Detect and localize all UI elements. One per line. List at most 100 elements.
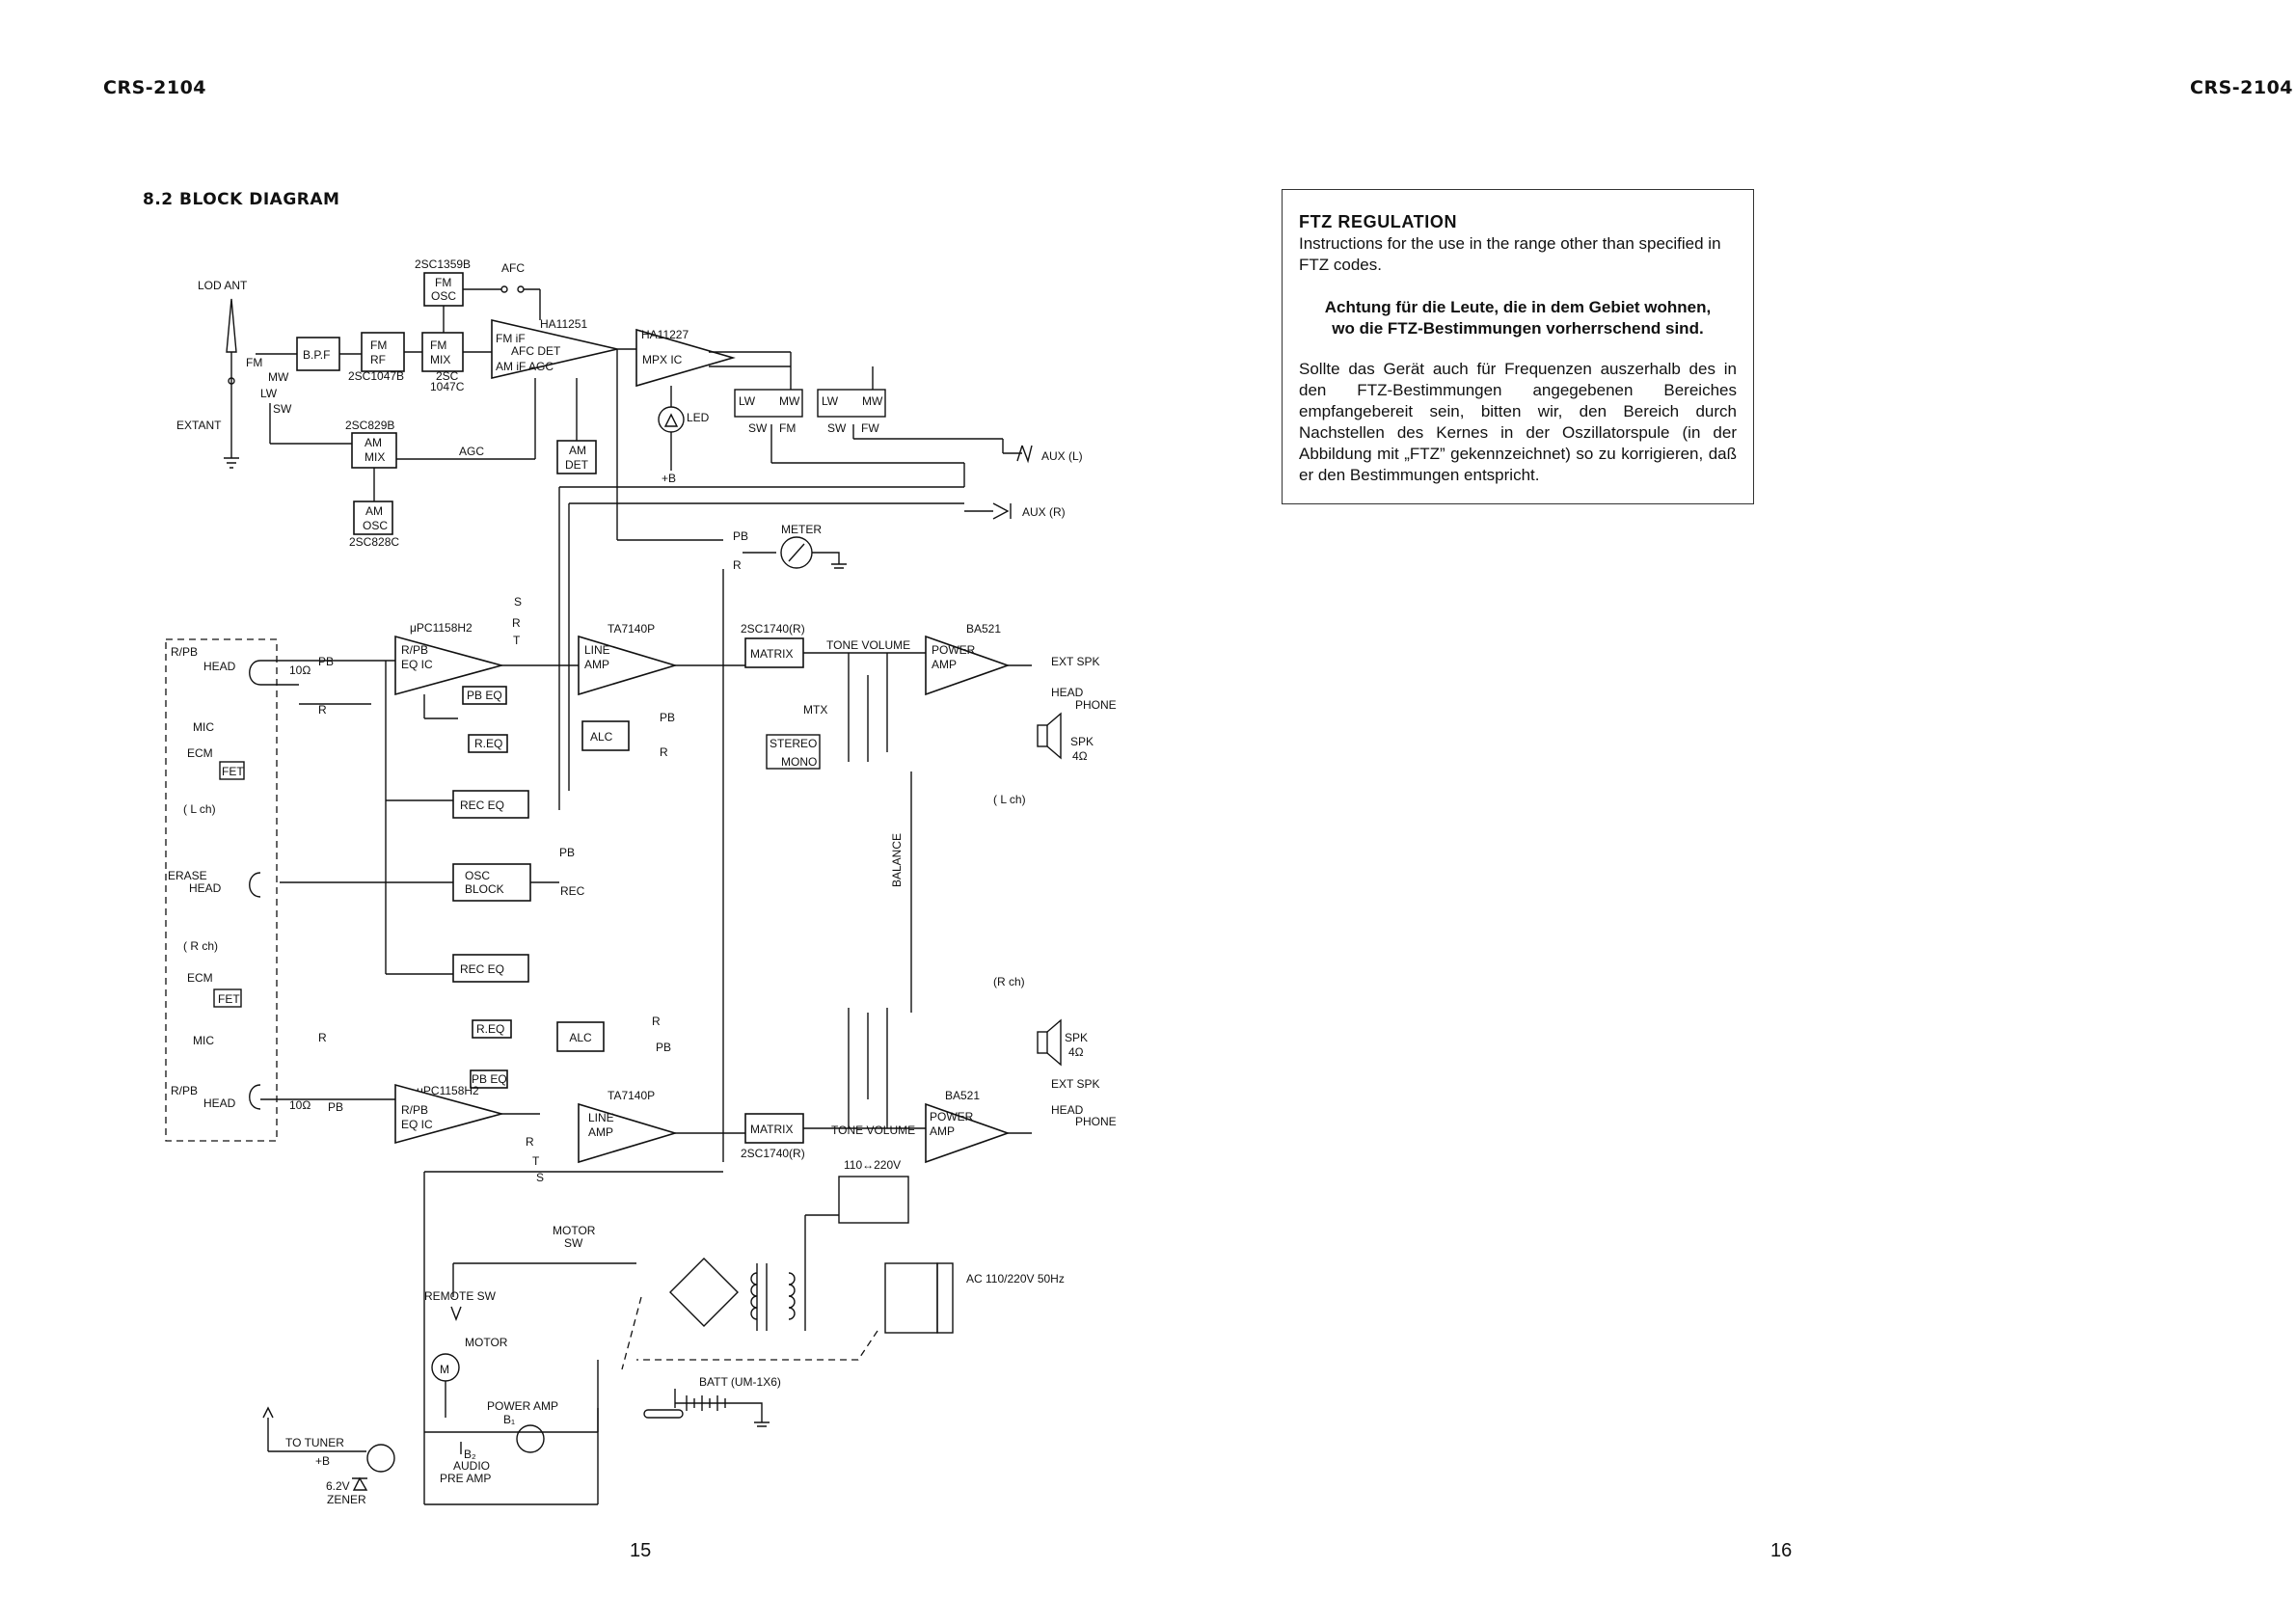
svg-text:M: M bbox=[440, 1363, 449, 1376]
svg-text:(R ch): (R ch) bbox=[993, 975, 1025, 988]
svg-text:PB: PB bbox=[660, 711, 675, 724]
head-box bbox=[165, 638, 278, 1142]
svg-text:BLOCK: BLOCK bbox=[465, 882, 504, 896]
svg-text:AUDIO: AUDIO bbox=[453, 1459, 490, 1473]
svg-text:FM: FM bbox=[370, 338, 387, 352]
svg-text:FM: FM bbox=[246, 356, 262, 369]
svg-text:MIX: MIX bbox=[430, 353, 450, 366]
svg-text:S: S bbox=[514, 595, 522, 609]
svg-text:POWER: POWER bbox=[930, 1110, 974, 1123]
ftz-body: Sollte das Gerät auch für Frequenzen aus… bbox=[1299, 360, 1737, 484]
matrix-block-l bbox=[744, 637, 804, 668]
svg-text:BA521: BA521 bbox=[966, 622, 1001, 636]
pb-eq-block-r bbox=[470, 1069, 508, 1089]
plus-b-label: +B bbox=[662, 472, 676, 485]
left-channel: R/PB HEAD 10Ω PB R MIC ECM FET ( L ch) μ… bbox=[171, 595, 1117, 974]
remote-switch-icon bbox=[450, 1306, 462, 1321]
am-osc-block bbox=[353, 501, 393, 535]
eq-ic-r-amplifier bbox=[394, 1083, 505, 1145]
afc-label: AFC bbox=[501, 261, 525, 275]
svg-text:PB: PB bbox=[318, 655, 334, 668]
svg-text:PHONE: PHONE bbox=[1075, 698, 1117, 712]
svg-text:R: R bbox=[660, 745, 668, 759]
svg-text:TO TUNER: TO TUNER bbox=[285, 1436, 344, 1449]
svg-text:HEAD: HEAD bbox=[189, 881, 222, 895]
svg-text:MW: MW bbox=[779, 394, 800, 408]
extant-label: EXTANT bbox=[176, 419, 222, 432]
eq-ic-l-amplifier bbox=[394, 635, 505, 696]
header-model-left: CRS-2104 bbox=[103, 77, 207, 98]
fm-rf-transistor: 2SC1047B bbox=[348, 369, 404, 383]
power-section: 110↔220V AC 110/220V 50Hz MOTOR SW REMOT… bbox=[262, 1158, 1065, 1506]
svg-text:PB: PB bbox=[733, 529, 748, 543]
mpx-ic-part: HA11227 bbox=[641, 328, 689, 341]
fm-rf-block bbox=[361, 332, 405, 372]
svg-text:FM: FM bbox=[779, 421, 796, 435]
svg-text:( L ch): ( L ch) bbox=[183, 802, 216, 816]
svg-text:R/PB: R/PB bbox=[171, 645, 198, 659]
svg-text:AM: AM bbox=[365, 436, 382, 449]
if-ic-amplifier bbox=[491, 318, 618, 380]
svg-text:HEAD: HEAD bbox=[1051, 1103, 1084, 1117]
svg-text:R.EQ: R.EQ bbox=[474, 737, 502, 750]
svg-text:REC EQ: REC EQ bbox=[460, 798, 504, 812]
antenna-icon bbox=[226, 298, 237, 353]
svg-text:TONE VOLUME: TONE VOLUME bbox=[826, 638, 910, 652]
svg-text:10Ω: 10Ω bbox=[289, 1098, 311, 1112]
fm-osc-transistor: 2SC1359B bbox=[415, 257, 471, 271]
svg-text:2SC: 2SC bbox=[436, 369, 459, 383]
svg-text:ECM: ECM bbox=[187, 971, 213, 985]
svg-text:EXT SPK: EXT SPK bbox=[1051, 655, 1099, 668]
svg-text:PB: PB bbox=[559, 846, 575, 859]
svg-text:TONE VOLUME: TONE VOLUME bbox=[831, 1123, 915, 1137]
svg-text:MIX: MIX bbox=[365, 450, 385, 464]
svg-text:STEREO: STEREO bbox=[770, 737, 817, 750]
ground-icon bbox=[224, 424, 239, 469]
svg-text:PB: PB bbox=[656, 1041, 671, 1054]
svg-text:ALC: ALC bbox=[569, 1031, 592, 1044]
svg-text:R/PB: R/PB bbox=[171, 1084, 198, 1097]
aux-l-label: AUX (L) bbox=[1041, 449, 1083, 463]
aux-r-label: AUX (R) bbox=[1022, 505, 1066, 519]
svg-text:R: R bbox=[526, 1135, 534, 1149]
svg-text:EQ IC: EQ IC bbox=[401, 1118, 433, 1131]
page-number-left: 15 bbox=[630, 1540, 652, 1561]
svg-text:R: R bbox=[652, 1015, 661, 1028]
svg-text:LINE: LINE bbox=[584, 643, 610, 657]
rpb-head-icon-l bbox=[249, 660, 261, 686]
rec-eq-block-l bbox=[452, 790, 529, 819]
svg-text:PB: PB bbox=[328, 1100, 343, 1114]
svg-text:PB EQ: PB EQ bbox=[472, 1072, 507, 1086]
svg-text:OSC: OSC bbox=[363, 519, 388, 532]
svg-text:( R ch): ( R ch) bbox=[183, 939, 218, 953]
alc-block-r bbox=[556, 1021, 605, 1052]
svg-text:+B: +B bbox=[315, 1454, 330, 1468]
power-amp-l-amplifier bbox=[925, 635, 1011, 696]
regulator-transistor-icon bbox=[366, 1444, 395, 1473]
fm-mix-block bbox=[421, 332, 464, 372]
svg-text:MW: MW bbox=[862, 394, 883, 408]
svg-text:ALC: ALC bbox=[590, 730, 613, 744]
svg-text:MATRIX: MATRIX bbox=[750, 1123, 793, 1136]
svg-text:AM: AM bbox=[365, 504, 383, 518]
svg-text:SW: SW bbox=[273, 402, 292, 416]
svg-text:R: R bbox=[733, 558, 742, 572]
svg-text:10Ω: 10Ω bbox=[289, 663, 311, 677]
svg-text:AM: AM bbox=[569, 444, 586, 457]
mpx-ic-label: MPX IC bbox=[642, 353, 683, 366]
ftz-warning-line2: wo die FTZ-Bestimmungen vorherrschend si… bbox=[1332, 319, 1704, 338]
ac-plug-icon bbox=[884, 1262, 938, 1334]
voltage-selector-label: 110↔220V bbox=[844, 1158, 901, 1172]
svg-text:1047C: 1047C bbox=[430, 380, 465, 393]
svg-text:SW: SW bbox=[748, 421, 768, 435]
svg-text:LW: LW bbox=[260, 387, 278, 400]
led-label: LED bbox=[687, 411, 710, 424]
svg-text:LW: LW bbox=[822, 394, 839, 408]
bpf-block bbox=[296, 337, 340, 371]
svg-text:OSC: OSC bbox=[431, 289, 456, 303]
svg-text:R: R bbox=[512, 616, 521, 630]
am-mix-block bbox=[351, 432, 397, 469]
ftz-regulation-box: FTZ REGULATION Instructions for the use … bbox=[1282, 189, 1754, 504]
svg-text:MONO: MONO bbox=[781, 755, 817, 769]
svg-text:FM: FM bbox=[430, 338, 446, 352]
